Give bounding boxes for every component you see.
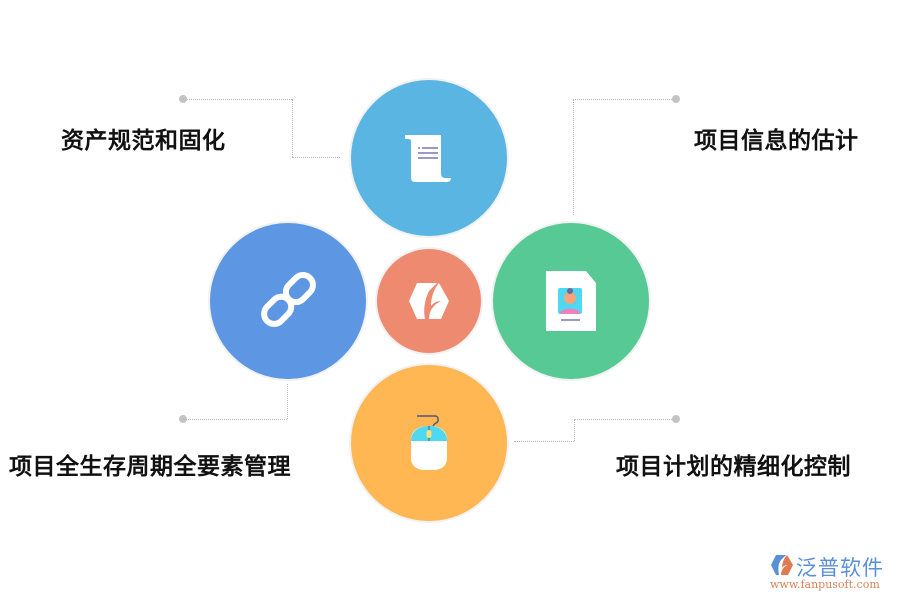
chain-link-icon — [261, 272, 316, 327]
connector-dot-bottom-right — [672, 415, 680, 423]
connector-line — [183, 99, 292, 100]
brand-hexagon-leaf-icon — [409, 283, 449, 319]
label-top-left: 资产规范和固化 — [61, 128, 226, 154]
connector-line — [574, 419, 575, 441]
label-bottom-right: 项目计划的精细化控制 — [616, 454, 851, 480]
connector-line — [292, 157, 340, 158]
node-top-circle — [351, 80, 507, 236]
connector-line — [514, 441, 574, 442]
watermark-url: www.fanpusoft.com — [770, 578, 880, 591]
fanpu-logo-icon — [771, 555, 793, 575]
watermark-logo: 泛普软件 www.fanpusoft.com — [770, 552, 894, 596]
center-circle — [377, 249, 481, 353]
connector-line — [573, 99, 676, 100]
connector-line — [573, 99, 574, 215]
scroll-document-icon — [405, 135, 451, 182]
label-top-right: 项目信息的估计 — [694, 128, 859, 154]
computer-mouse-icon — [411, 415, 447, 470]
watermark-brand: 泛普软件 — [796, 556, 884, 580]
node-left-circle — [210, 223, 366, 379]
connector-dot-top-right — [672, 95, 680, 103]
profile-card-icon — [546, 271, 596, 331]
connector-line — [183, 419, 287, 420]
node-right-circle — [493, 223, 649, 379]
connector-line — [574, 419, 676, 420]
node-bottom-circle — [351, 365, 507, 521]
connector-line — [292, 99, 293, 157]
label-bottom-left: 项目全生存周期全要素管理 — [9, 454, 291, 480]
connector-line — [287, 384, 288, 419]
